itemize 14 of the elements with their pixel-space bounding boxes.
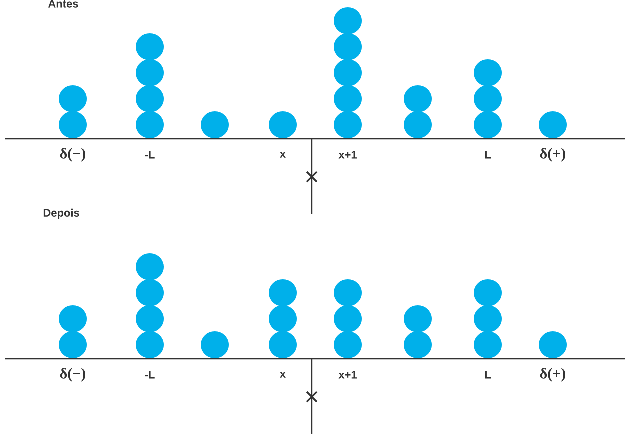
tick-label: x+1 <box>338 151 358 159</box>
tick-label: -L <box>145 371 155 379</box>
tick-label: δ(−) <box>60 368 86 382</box>
tick-label: δ(+) <box>540 368 566 382</box>
tick-label: x <box>280 152 286 158</box>
tick-label: δ(−) <box>60 148 86 162</box>
tick-label: -L <box>145 151 155 159</box>
tick-label: δ(+) <box>540 148 566 162</box>
tick-label: x <box>280 372 286 378</box>
panel-title: Antes <box>48 0 78 8</box>
tick-label: L <box>485 151 492 159</box>
tick-label: L <box>485 371 492 379</box>
panel-title: Depois <box>44 208 80 220</box>
tick-label: x+1 <box>338 371 358 379</box>
